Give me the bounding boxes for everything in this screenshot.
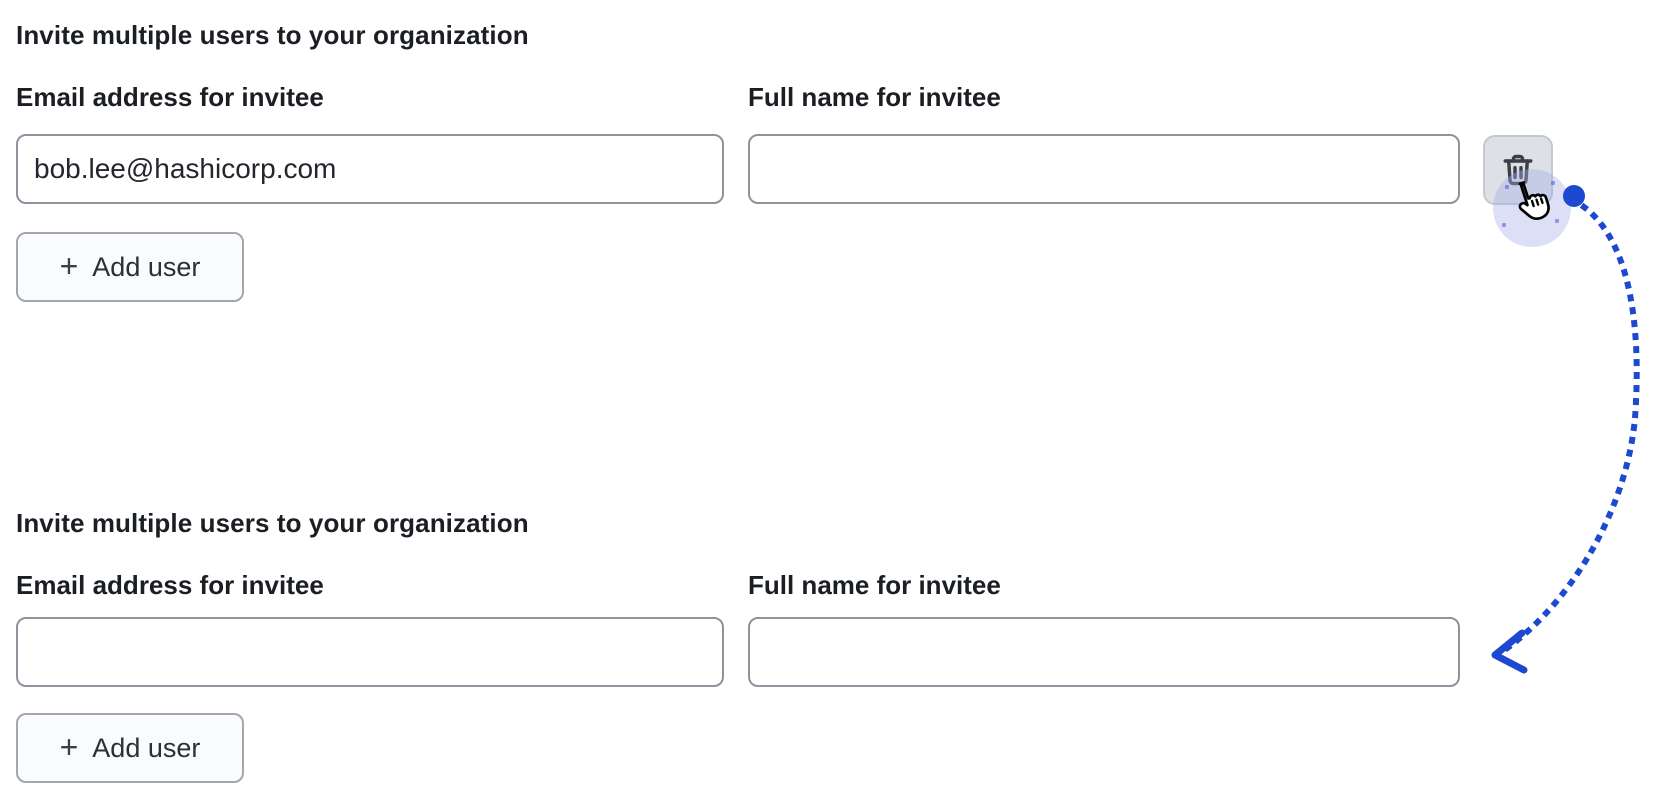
dotted-curved-arrow <box>1501 202 1640 654</box>
email-label-after: Email address for invitee <box>16 570 324 600</box>
trash-icon <box>1500 152 1536 188</box>
invite-heading-after: Invite multiple users to your organizati… <box>16 508 529 538</box>
add-user-label: Add user <box>92 732 201 763</box>
plus-icon: + <box>59 728 79 765</box>
email-input-after[interactable] <box>16 617 724 687</box>
fullname-label-after: Full name for invitee <box>748 570 1001 600</box>
add-user-button-before[interactable]: + Add user <box>16 232 244 302</box>
fullname-input-before[interactable] <box>748 134 1460 204</box>
invite-heading-before: Invite multiple users to your organizati… <box>16 20 529 50</box>
fullname-label-before: Full name for invitee <box>748 82 1001 112</box>
fullname-input-after[interactable] <box>748 617 1460 687</box>
add-user-button-after[interactable]: + Add user <box>16 713 244 783</box>
add-user-label: Add user <box>92 251 201 282</box>
plus-icon: + <box>59 247 79 284</box>
email-input-before[interactable] <box>16 134 724 204</box>
delete-row-button[interactable] <box>1483 135 1553 205</box>
arrowhead-icon <box>1491 629 1528 674</box>
email-label-before: Email address for invitee <box>16 82 324 112</box>
